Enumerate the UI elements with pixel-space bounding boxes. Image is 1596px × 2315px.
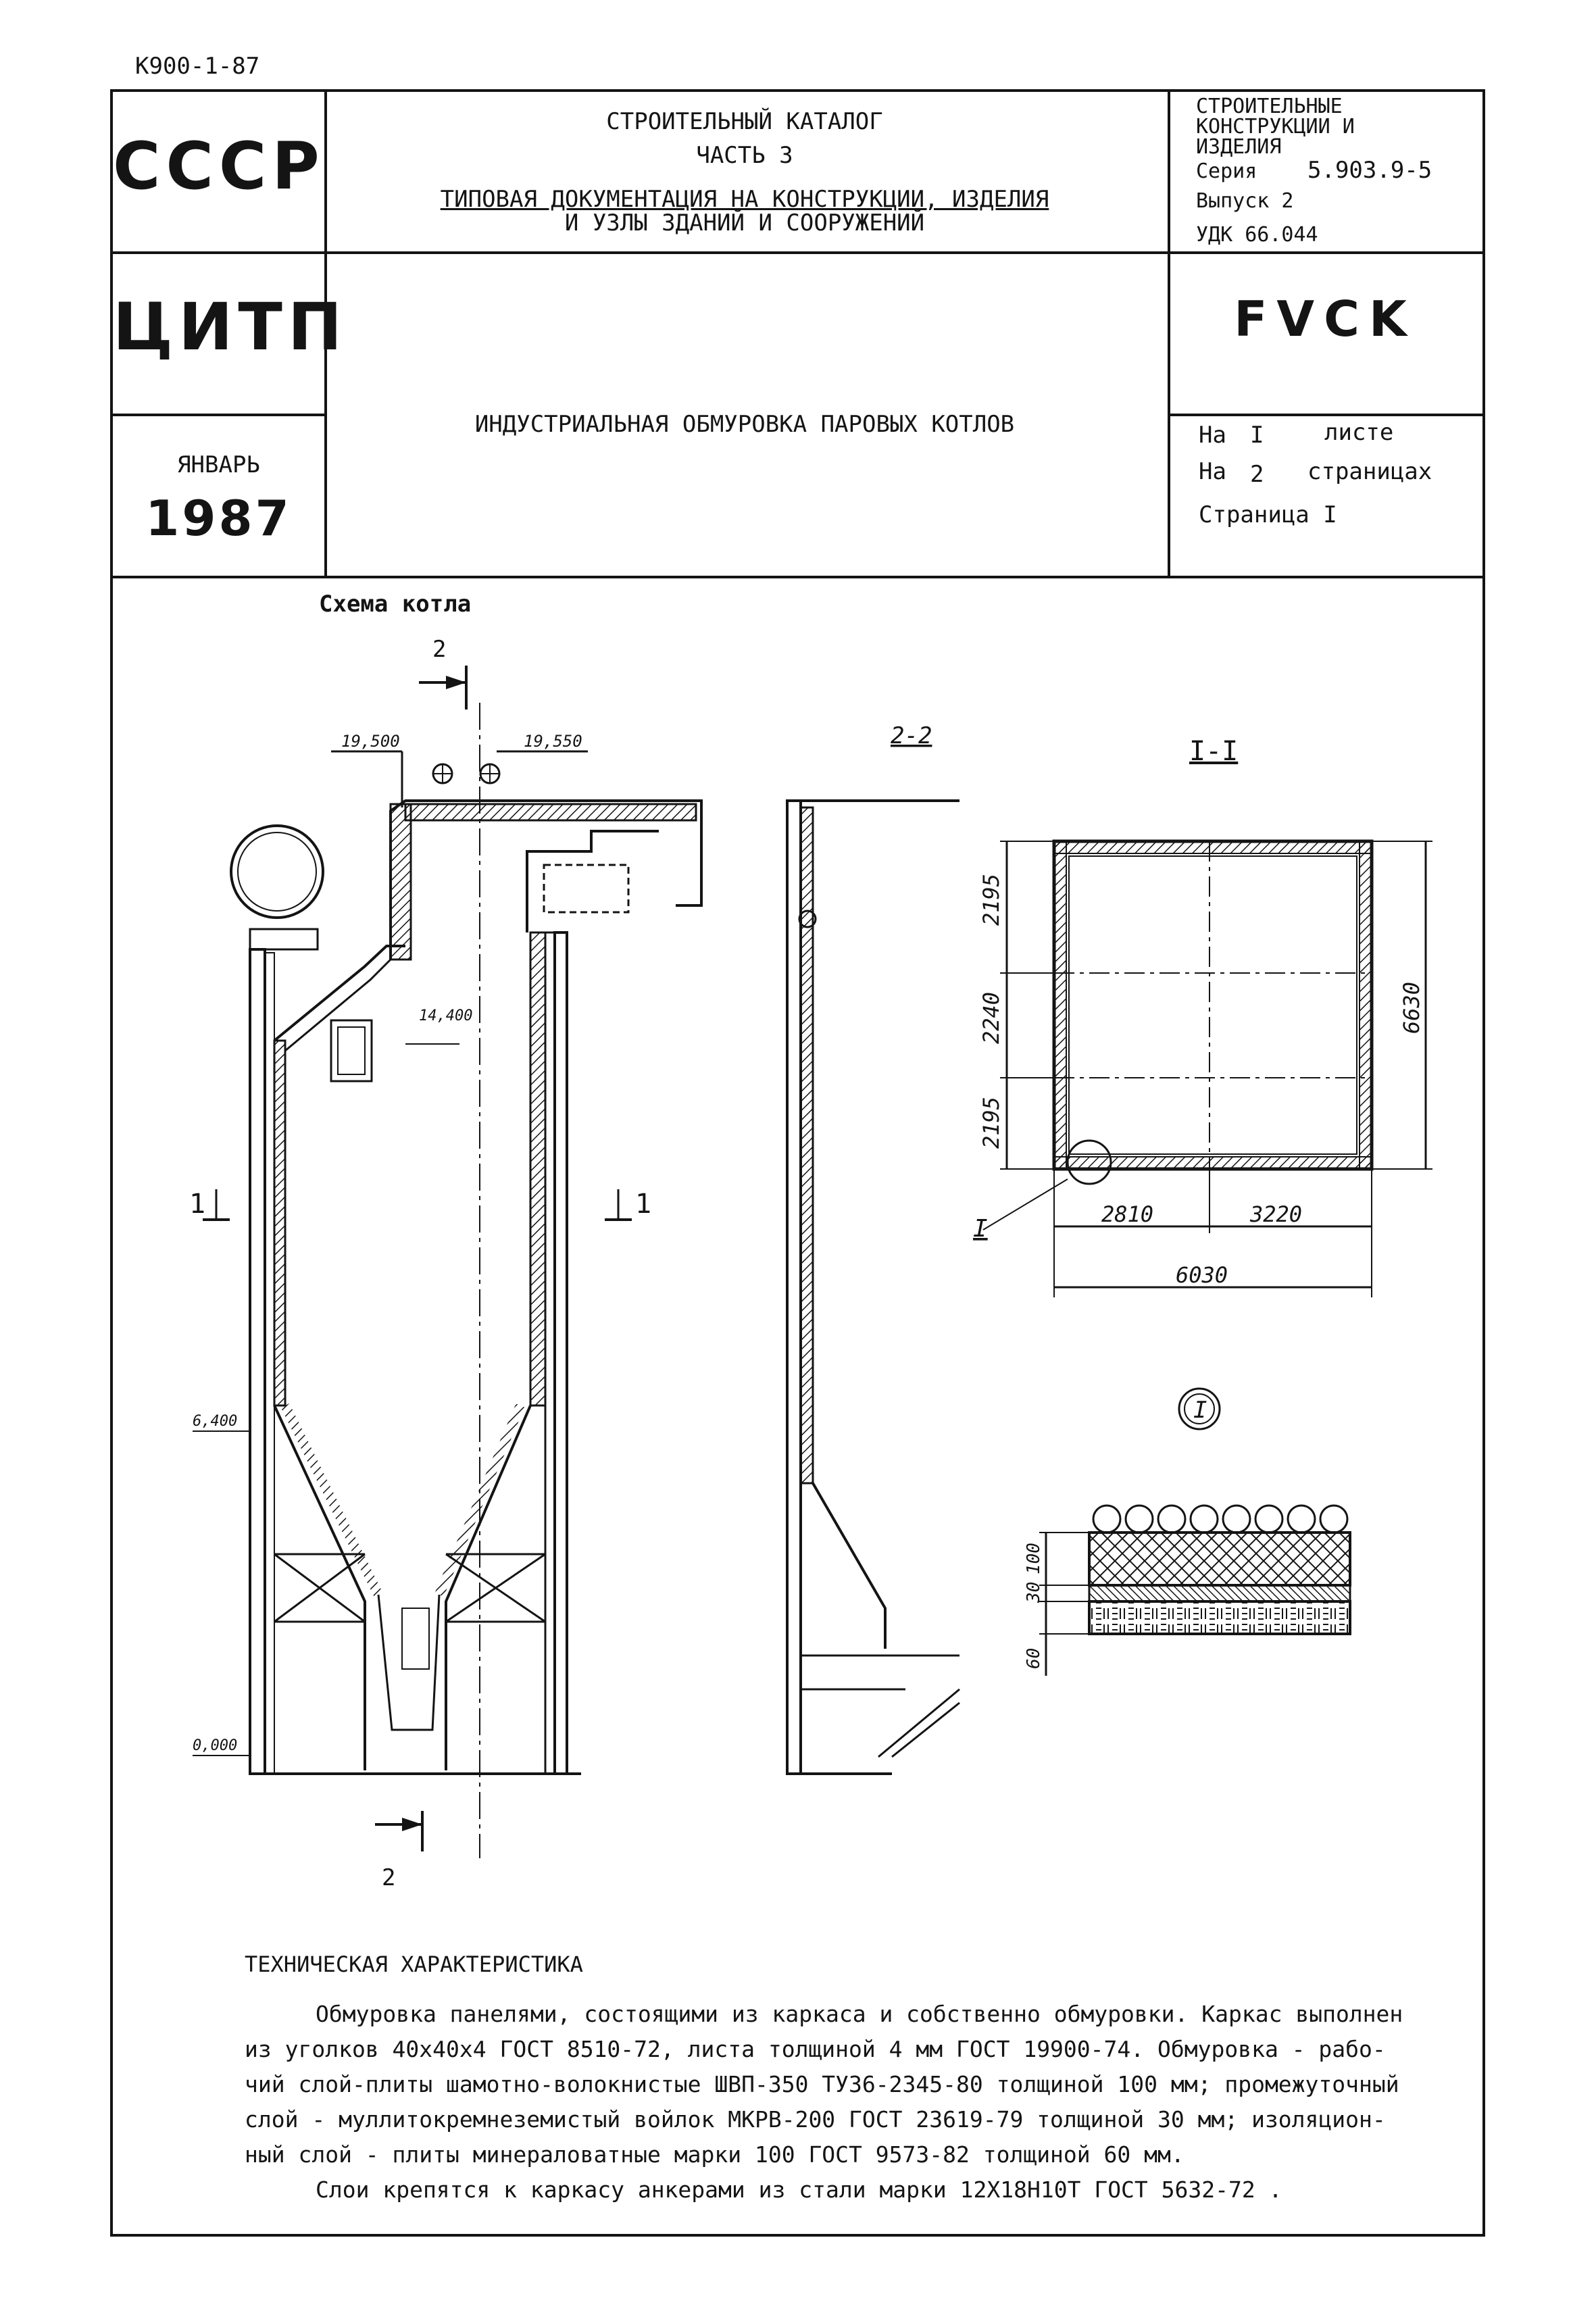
tech-title: ТЕХНИЧЕСКАЯ ХАРАКТЕРИСТИКА (245, 1951, 583, 1977)
detail-callout-circle (1066, 1139, 1112, 1185)
document-title: ИНДУСТРИАЛЬНАЯ ОБМУРОВКА ПАРОВЫХ КОТЛОВ (474, 411, 1015, 438)
section-line1: СТРОИТЕЛЬНЫЕ (1196, 95, 1343, 118)
working-layer (1088, 1531, 1351, 1587)
sheets-label-1: На (1199, 422, 1226, 449)
view-2-2-title: 2-2 (891, 722, 932, 749)
anchor-icon (798, 910, 817, 928)
org-citp: ЦИТП (113, 289, 348, 365)
series-label: Серия (1196, 159, 1257, 183)
section-line3: ИЗДЕЛИЯ (1196, 135, 1282, 159)
plan-outline (1052, 839, 1374, 1171)
header-col-divider-2 (1168, 92, 1170, 576)
issue-number: Выпуск 2 (1196, 189, 1294, 213)
view-1-1-title: I-I (1189, 736, 1238, 767)
catalog-title: СТРОИТЕЛЬНЫЙ КАТАЛОГ (606, 108, 883, 135)
header-divider-3 (1168, 414, 1482, 416)
elevation-6400: 6,400 (193, 1413, 237, 1430)
header-divider-2 (113, 414, 324, 416)
pages-unit: страницах (1307, 458, 1432, 485)
series-value: 5.903.9-5 (1307, 157, 1432, 184)
tech-line-5: ный слой - плиты минераловатные марки 10… (245, 2141, 1184, 2168)
org-ussr: СССР (113, 128, 325, 204)
sheets-unit: листе (1324, 419, 1394, 446)
layer-thickness-60: 60 (1024, 1648, 1044, 1669)
tech-line-1: Обмуровка панелями, состоящими из каркас… (316, 2001, 1403, 2027)
tech-line-3: чий слой-плиты шамотно-волокнистые ШВП-3… (245, 2071, 1399, 2097)
issue-month: ЯНВАРЬ (177, 451, 260, 478)
arrow-icon (446, 676, 466, 689)
detail-callout-label: I (973, 1215, 988, 1243)
right-wall-lining (529, 931, 547, 1407)
layer-thickness-100: 100 (1024, 1543, 1044, 1574)
catalog-part: ЧАСТЬ 3 (696, 142, 793, 169)
insulation-layer (1088, 1600, 1351, 1635)
drum-icon (230, 824, 324, 919)
pages-count: 2 (1250, 461, 1264, 488)
section-mark-1-right: 1 (635, 1189, 651, 1220)
section-mark-2-top: 2 (432, 636, 446, 663)
dim-2195-top: 2195 (978, 874, 1004, 926)
dim-2810: 2810 (1101, 1201, 1153, 1227)
document-code: К900-1-87 (135, 53, 260, 80)
elevation-14400: 14,400 (419, 1007, 472, 1024)
tech-description: Обмуровка панелями, состоящими из каркас… (245, 1997, 1461, 2208)
tech-line-2: из уголков 40х40х4 ГОСТ 8510-72, листа т… (245, 2036, 1386, 2062)
tube-row (1092, 1504, 1349, 1534)
catalog-description-line2: И УЗЛЫ ЗДАНИЙ И СООРУЖЕНИЙ (564, 209, 925, 237)
section-mark-2-bottom: 2 (382, 1864, 395, 1891)
dim-3220: 3220 (1249, 1201, 1302, 1227)
catalog-description-line1: ТИПОВАЯ ДОКУМЕНТАЦИЯ НА КОНСТРУКЦИИ, ИЗД… (440, 186, 1049, 213)
tech-line-4: слой - муллитокремнеземистый войлок МКРВ… (245, 2106, 1386, 2133)
intermediate-layer (1088, 1584, 1351, 1603)
issue-year: 1987 (145, 490, 292, 547)
header-bottom-divider (113, 576, 1482, 578)
header-col-divider-1 (324, 92, 327, 576)
sheet-frame (110, 89, 1485, 2237)
detail-marker (1178, 1387, 1221, 1430)
section-line2: КОНСТРУКЦИИ И (1196, 115, 1355, 139)
page-number: Страница I (1199, 501, 1337, 528)
sheets-count: I (1250, 422, 1264, 449)
elevation-19550: 19,550 (524, 732, 582, 751)
classification-code: FVCK (1234, 291, 1416, 347)
dim-6030: 6030 (1176, 1262, 1228, 1288)
udk-code: УДК 66.044 (1196, 223, 1318, 247)
scheme-title: Схема котла (319, 591, 471, 618)
dim-2195-bottom: 2195 (978, 1097, 1004, 1149)
dim-6630: 6630 (1399, 982, 1424, 1034)
pages-label: На (1199, 458, 1226, 485)
left-wall-lining (273, 1039, 286, 1407)
dim-2240: 2240 (978, 992, 1004, 1044)
elevation-19500: 19,500 (341, 732, 400, 751)
header-divider-1 (113, 251, 1482, 254)
elevation-0000: 0,000 (193, 1737, 237, 1754)
arrow-icon (402, 1818, 422, 1831)
detail-title: I (1193, 1397, 1207, 1424)
tech-line-6: Слои крепятся к каркасу анкерами из стал… (316, 2176, 1282, 2203)
section-mark-1-left: 1 (189, 1189, 205, 1220)
layer-thickness-30: 30 (1024, 1582, 1044, 1603)
